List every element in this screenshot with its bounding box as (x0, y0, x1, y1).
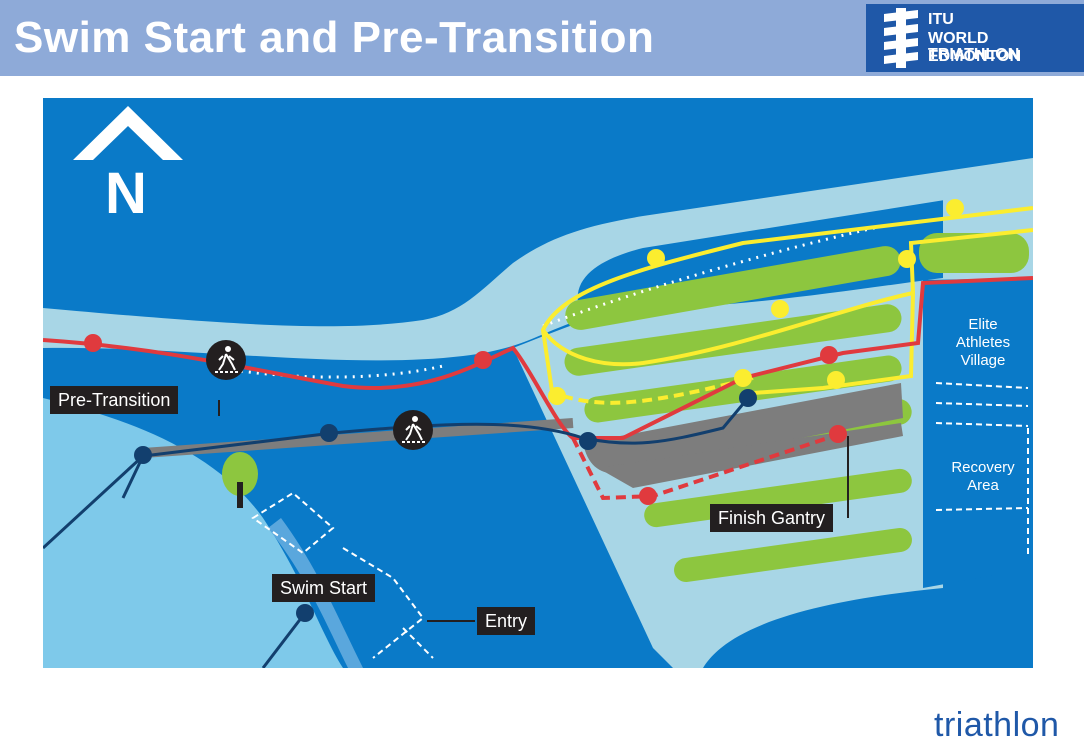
bike-direction-markers (548, 199, 964, 405)
pedestrian-crossing-icon (206, 340, 246, 380)
run-direction-markers (84, 334, 847, 505)
logo-line-1: ITU (928, 11, 954, 28)
swim-start-label: Swim Start (272, 574, 376, 602)
header-bar: Swim Start and Pre-Transition ITU WORLD … (0, 0, 1084, 76)
bike-route-inner (541, 228, 1033, 367)
finish-chute (598, 423, 903, 488)
map-canvas: N (43, 98, 1033, 668)
triathlon-brand-logo: triathlon (934, 706, 1060, 744)
pedestrian-crossing-icon-2 (393, 410, 433, 450)
entry-paths (251, 491, 434, 659)
swim-direction-markers (134, 389, 757, 622)
zone-outlines (935, 382, 1029, 558)
logo-line-2: WORLD TRIATHLON (928, 30, 1020, 63)
run-route (43, 276, 1033, 440)
bike-route-exit (752, 292, 915, 395)
label-leader-lines (218, 400, 849, 622)
bike-route-dashed (562, 376, 754, 405)
footpath-dots-east (542, 224, 884, 328)
finish-gantry-label: Finish Gantry (710, 504, 834, 532)
bike-route (540, 206, 1033, 399)
north-arrow-icon: N (73, 106, 183, 226)
swim-route (43, 397, 750, 550)
swim-route-start (261, 612, 307, 668)
north-label: N (105, 161, 147, 226)
recovery-area-label: Recovery Area (951, 459, 1015, 494)
course-map: N (43, 98, 1033, 668)
tree-icon (222, 452, 258, 508)
logo-line-3: EDMONTON (928, 48, 1022, 65)
elite-athletes-village-label: Elite Athletes Village (955, 316, 1011, 369)
pre-transition-label: Pre-Transition (50, 386, 179, 414)
itu-logo: ITU WORLD TRIATHLON EDMONTON (866, 4, 1084, 72)
riverbank-path (43, 158, 1033, 361)
entry-label: Entry (477, 607, 536, 635)
itu-emblem-icon (884, 8, 918, 68)
swim-lake (43, 398, 343, 668)
run-route-finish (571, 431, 844, 501)
page-title: Swim Start and Pre-Transition (14, 13, 655, 62)
transition-corridor (583, 383, 903, 474)
